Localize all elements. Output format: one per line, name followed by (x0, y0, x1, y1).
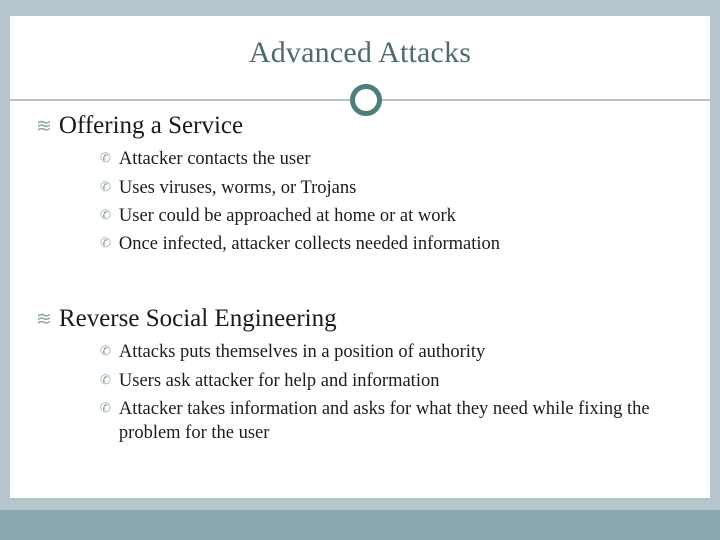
bottom-decorative-band (0, 510, 720, 540)
list-item-label: Attacker contacts the user (118, 149, 311, 170)
section-heading-label: Offering a Service (58, 112, 244, 139)
list-item: ✆ Attacker takes information and asks fo… (100, 397, 660, 446)
sub-bullet-icon: ✆ (100, 236, 111, 252)
slide-content: ≋ Offering a Service ✆ Attacker contacts… (10, 110, 710, 464)
sub-bullet-icon: ✆ (100, 208, 111, 224)
section-heading-label: Reverse Social Engineering (58, 304, 337, 332)
page-title: Advanced Attacks (248, 36, 472, 69)
section-reverse-social-engineering: ≋ Reverse Social Engineering ✆ Attacks p… (10, 303, 710, 446)
sub-bullet-icon: ✆ (100, 372, 111, 388)
section-offering-a-service: ≋ Offering a Service ✆ Attacker contacts… (10, 110, 710, 257)
list-item: ✆ Uses viruses, worms, or Trojans (100, 176, 660, 200)
section-spacer (10, 275, 710, 303)
list-item: ✆ Attacks puts themselves in a position … (100, 340, 660, 364)
list-item-label: Attacker takes information and asks for … (118, 398, 650, 444)
list-item: ✆ Users ask attacker for help and inform… (100, 369, 660, 393)
sub-bullet-icon: ✆ (100, 344, 111, 360)
list-item-label: Users ask attacker for help and informat… (118, 370, 440, 391)
section-bullet-icon: ≋ (36, 307, 52, 330)
bullet-list: ✆ Attacker contacts the user ✆ Uses viru… (10, 147, 710, 257)
title-area: Advanced Attacks (10, 16, 710, 100)
list-item-label: User could be approached at home or at w… (118, 206, 456, 227)
bottom-filler-band (0, 498, 720, 510)
list-item-label: Attacks puts themselves in a position of… (118, 342, 486, 363)
top-decorative-band (0, 0, 720, 16)
sub-bullet-icon: ✆ (100, 179, 111, 195)
sub-bullet-icon: ✆ (100, 151, 111, 167)
section-heading: ≋ Offering a Service (36, 110, 710, 141)
list-item-label: Uses viruses, worms, or Trojans (118, 177, 357, 198)
section-bullet-icon: ≋ (36, 115, 52, 137)
list-item: ✆ User could be approached at home or at… (100, 204, 660, 228)
divider-circle-ornament (350, 84, 382, 116)
bullet-list: ✆ Attacks puts themselves in a position … (10, 340, 710, 446)
list-item: ✆ Once infected, attacker collects neede… (100, 232, 660, 256)
list-item: ✆ Attacker contacts the user (100, 147, 660, 171)
sub-bullet-icon: ✆ (100, 400, 111, 416)
list-item-label: Once infected, attacker collects needed … (118, 234, 501, 255)
section-heading: ≋ Reverse Social Engineering (36, 303, 710, 334)
